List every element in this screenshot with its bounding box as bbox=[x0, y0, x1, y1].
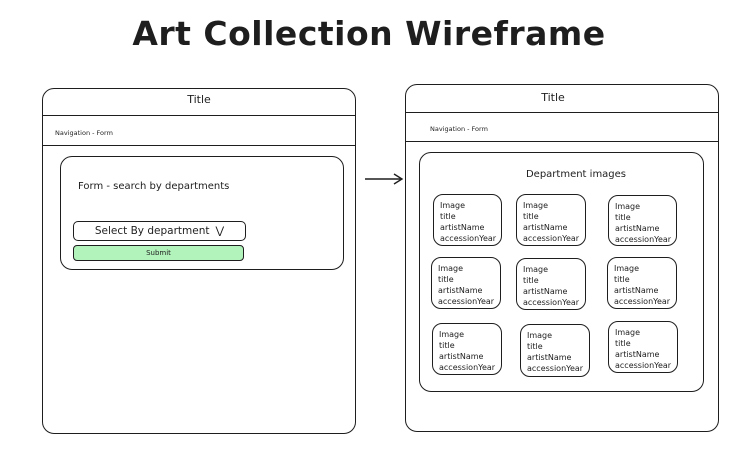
artwork-card[interactable]: Image title artistName accessionYear bbox=[433, 194, 502, 246]
submit-button[interactable]: Submit bbox=[73, 245, 244, 261]
card-year: accessionYear bbox=[523, 234, 580, 243]
card-image-label: Image bbox=[615, 328, 641, 337]
card-year: accessionYear bbox=[527, 364, 584, 373]
department-images-panel bbox=[419, 152, 704, 392]
department-images-heading: Department images bbox=[525, 169, 627, 180]
card-title: title bbox=[614, 275, 630, 284]
card-artist: artistName bbox=[614, 286, 659, 295]
artwork-card[interactable]: Image title artistName accessionYear bbox=[516, 258, 586, 310]
card-year: accessionYear bbox=[614, 297, 671, 306]
card-image-label: Image bbox=[523, 201, 549, 210]
card-image-label: Image bbox=[527, 331, 553, 340]
card-artist: artistName bbox=[523, 223, 568, 232]
card-year: accessionYear bbox=[440, 234, 497, 243]
results-screen-title: Title bbox=[541, 91, 565, 104]
card-title: title bbox=[439, 341, 455, 350]
navigation-bar[interactable]: Navigation - Form bbox=[430, 125, 488, 133]
card-year: accessionYear bbox=[439, 363, 496, 372]
form-screen-title: Title bbox=[187, 93, 211, 106]
card-artist: artistName bbox=[523, 287, 568, 296]
header-divider bbox=[405, 112, 719, 113]
card-image-label: Image bbox=[614, 264, 640, 273]
artwork-card[interactable]: Image title artistName accessionYear bbox=[608, 195, 677, 246]
page-title: Art Collection Wireframe bbox=[132, 14, 606, 53]
card-title: title bbox=[523, 212, 539, 221]
card-title: title bbox=[615, 213, 631, 222]
artwork-card[interactable]: Image title artistName accessionYear bbox=[431, 257, 501, 309]
artwork-card[interactable]: Image title artistName accessionYear bbox=[516, 194, 586, 246]
card-year: accessionYear bbox=[438, 297, 495, 306]
card-image-label: Image bbox=[439, 330, 465, 339]
card-image-label: Image bbox=[523, 265, 549, 274]
navigation-bar[interactable]: Navigation - Form bbox=[55, 129, 113, 137]
department-select[interactable]: Select By department ⋁ bbox=[73, 221, 246, 241]
flow-arrow-icon bbox=[364, 172, 404, 186]
card-artist: artistName bbox=[615, 350, 660, 359]
department-select-label: Select By department bbox=[94, 225, 210, 237]
card-artist: artistName bbox=[438, 286, 483, 295]
artwork-card[interactable]: Image title artistName accessionYear bbox=[607, 257, 677, 309]
card-title: title bbox=[523, 276, 539, 285]
card-year: accessionYear bbox=[523, 298, 580, 307]
chevron-down-icon: ⋁ bbox=[215, 225, 225, 237]
card-artist: artistName bbox=[527, 353, 572, 362]
card-artist: artistName bbox=[615, 224, 660, 233]
card-title: title bbox=[527, 342, 543, 351]
nav-divider bbox=[405, 141, 719, 142]
artwork-card[interactable]: Image title artistName accessionYear bbox=[608, 321, 678, 373]
card-year: accessionYear bbox=[615, 361, 672, 370]
form-panel bbox=[60, 156, 344, 270]
artwork-card[interactable]: Image title artistName accessionYear bbox=[520, 324, 590, 377]
nav-divider bbox=[42, 145, 356, 146]
artwork-card[interactable]: Image title artistName accessionYear bbox=[432, 323, 502, 375]
card-title: title bbox=[440, 212, 456, 221]
card-image-label: Image bbox=[440, 201, 466, 210]
card-image-label: Image bbox=[438, 264, 464, 273]
form-heading: Form - search by departments bbox=[78, 181, 230, 192]
card-title: title bbox=[438, 275, 454, 284]
card-image-label: Image bbox=[615, 202, 641, 211]
header-divider bbox=[42, 115, 356, 116]
card-title: title bbox=[615, 339, 631, 348]
card-artist: artistName bbox=[440, 223, 485, 232]
card-artist: artistName bbox=[439, 352, 484, 361]
card-year: accessionYear bbox=[615, 235, 672, 244]
